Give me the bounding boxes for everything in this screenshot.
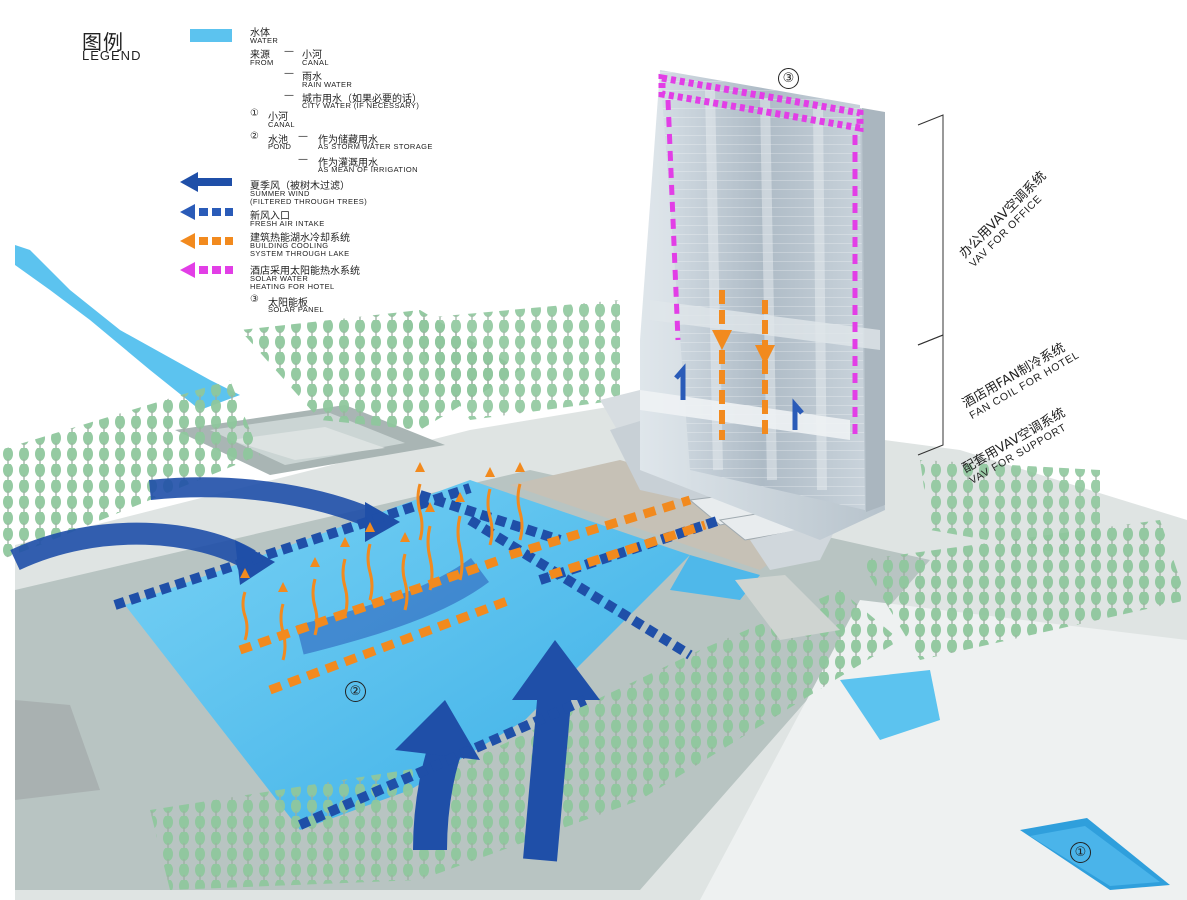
legend-pond-use-storage: 作为储藏用水 <box>318 135 378 146</box>
side-brackets <box>917 114 944 456</box>
legend-item2-label-en: POND <box>268 142 292 151</box>
tree-rows <box>0 300 1187 890</box>
legend-source-city: 城市用水（如果必要的话） <box>302 94 422 105</box>
legend-cooling-label: 建筑热能湖水冷却系统 <box>250 233 350 244</box>
legend-solar-en2: HEATING FOR HOTEL <box>250 282 335 291</box>
legend-pond-use-storage-en: AS STORM WATER STORAGE <box>318 142 433 151</box>
legend-solar-label: 酒店采用太阳能热水系统 <box>250 266 360 277</box>
legend-source-rain: 雨水 <box>302 72 322 83</box>
legend-from-label-en: FROM <box>250 58 274 67</box>
canal-top <box>15 245 240 410</box>
legend-dash: — <box>298 154 308 165</box>
legend-summer-wind-en2: (FILTERED THROUGH TREES) <box>250 197 368 206</box>
legend-dash: — <box>284 68 294 79</box>
legend-source-city-en: CITY WATER (IF NECESSARY) <box>302 101 420 110</box>
legend-item1-label: 小河 <box>268 112 288 123</box>
legend-pond-use-irrigation: 作为灌溉用水 <box>318 158 378 169</box>
cooling-riser-heads <box>240 462 525 592</box>
legend-source-canal-en: CANAL <box>302 58 330 67</box>
legend-title: 图例 <box>82 30 124 54</box>
legend-item3-label: 太阳能板 <box>268 298 308 309</box>
legend-item1-num: ① <box>250 108 259 119</box>
legend-item1-label-en: CANAL <box>268 120 296 129</box>
cooling-risers <box>241 483 524 661</box>
legend-item3-num: ③ <box>250 294 259 305</box>
legend-cooling-en1: BUILDING COOLING <box>250 241 329 250</box>
legend-water-swatch <box>190 29 232 42</box>
legend-solar-en1: SOLAR WATER <box>250 274 309 283</box>
solar-panels <box>658 73 864 440</box>
legend-title-en: LEGEND <box>82 48 142 63</box>
legend-fresh-air-swatch <box>180 204 233 220</box>
legend-summer-wind-en1: SUMMER WIND <box>250 189 310 198</box>
legend-dash: — <box>284 46 294 57</box>
legend-source-canal: 小河 <box>302 50 322 61</box>
legend-cooling-swatch <box>180 233 233 249</box>
legend-swatches <box>180 29 233 278</box>
tower-cooling-arrows <box>674 290 804 440</box>
legend-cooling-en2: SYSTEM THROUGH LAKE <box>250 249 350 258</box>
legend-dash: — <box>298 131 308 142</box>
legend-item2-num: ② <box>250 131 259 142</box>
canal-bottom <box>1020 818 1170 890</box>
legend-fresh-air-en1: FRESH AIR INTAKE <box>250 219 325 228</box>
legend-dash: — <box>284 90 294 101</box>
legend-pond-use-irrigation-en: AS MEAN OF IRRIGATION <box>318 165 418 174</box>
legend-item3-label-en: SOLAR PANEL <box>268 305 324 314</box>
legend-fresh-air-label: 新风入口 <box>250 211 290 222</box>
legend-source-rain-en: RAIN WATER <box>302 80 353 89</box>
legend-water-label-en: WATER <box>250 36 279 45</box>
marker-pond: ② <box>345 681 366 702</box>
legend-from-label: 来源 <box>250 50 270 61</box>
legend-solar-swatch <box>180 262 233 278</box>
legend-summer-wind-label: 夏季风（被树木过滤） <box>250 181 350 192</box>
legend-summer-wind-swatch <box>180 172 232 192</box>
legend-item2-label: 水池 <box>268 135 288 146</box>
marker-solar-panel: ③ <box>778 68 799 89</box>
legend-water-label: 水体 <box>250 28 270 39</box>
marker-canal: ① <box>1070 842 1091 863</box>
